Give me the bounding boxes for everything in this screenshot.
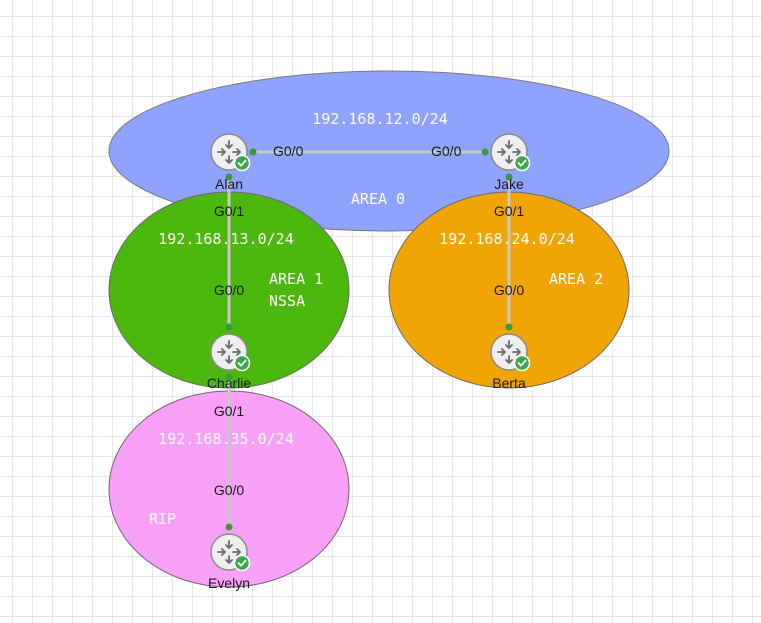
link-endpoint [225,373,233,381]
router-arrows-icon [497,140,521,164]
rip-subnet: 192.168.35.0/24 [158,430,293,448]
status-check-icon [513,354,531,372]
link-endpoint [225,523,233,531]
router-name-evelyn: Evelyn [208,575,250,591]
area-1-subnet: 192.168.13.0/24 [158,230,293,248]
area-2-label: AREA 2 [549,270,603,288]
router-arrows-icon [217,540,241,564]
port-label-jake-g0-0: G0/0 [431,143,462,159]
status-check-icon [233,354,251,372]
status-check-icon [233,154,251,172]
port-label-alan-g0-0: G0/0 [273,143,304,159]
area-0-subnet: 192.168.12.0/24 [312,110,447,128]
link-endpoint [481,148,489,156]
status-check-icon [513,154,531,172]
router-name-alan: Alan [215,176,243,192]
status-check-icon [233,554,251,572]
router-name-berta: Berta [492,375,526,391]
link-endpoint [225,323,233,331]
router-name-charlie: Charlie [207,375,252,391]
port-label-berta-g0-0: G0/0 [494,282,525,298]
router-jake[interactable] [490,133,531,172]
router-name-jake: Jake [494,176,524,192]
router-evelyn[interactable] [210,533,251,572]
link-endpoint [505,323,513,331]
area-1-type: NSSA [269,292,305,310]
router-charlie[interactable] [210,333,251,372]
router-arrows-icon [217,340,241,364]
link-endpoint [225,173,233,181]
port-label-evelyn-g0-0: G0/0 [214,482,245,498]
link-endpoint [249,148,257,156]
area-1-label: AREA 1 [269,270,323,288]
area-0-label: AREA 0 [351,190,405,208]
link-endpoint [505,173,513,181]
rip-label: RIP [149,510,176,528]
port-label-charlie-g0-1: G0/1 [214,403,245,419]
router-berta[interactable] [490,333,531,372]
port-label-charlie-g0-0: G0/0 [214,282,245,298]
router-alan[interactable] [210,133,251,172]
port-label-jake-g0-1: G0/1 [494,203,525,219]
area-2-subnet: 192.168.24.0/24 [439,230,574,248]
router-arrows-icon [497,340,521,364]
port-label-alan-g0-1: G0/1 [214,203,245,219]
router-arrows-icon [217,140,241,164]
